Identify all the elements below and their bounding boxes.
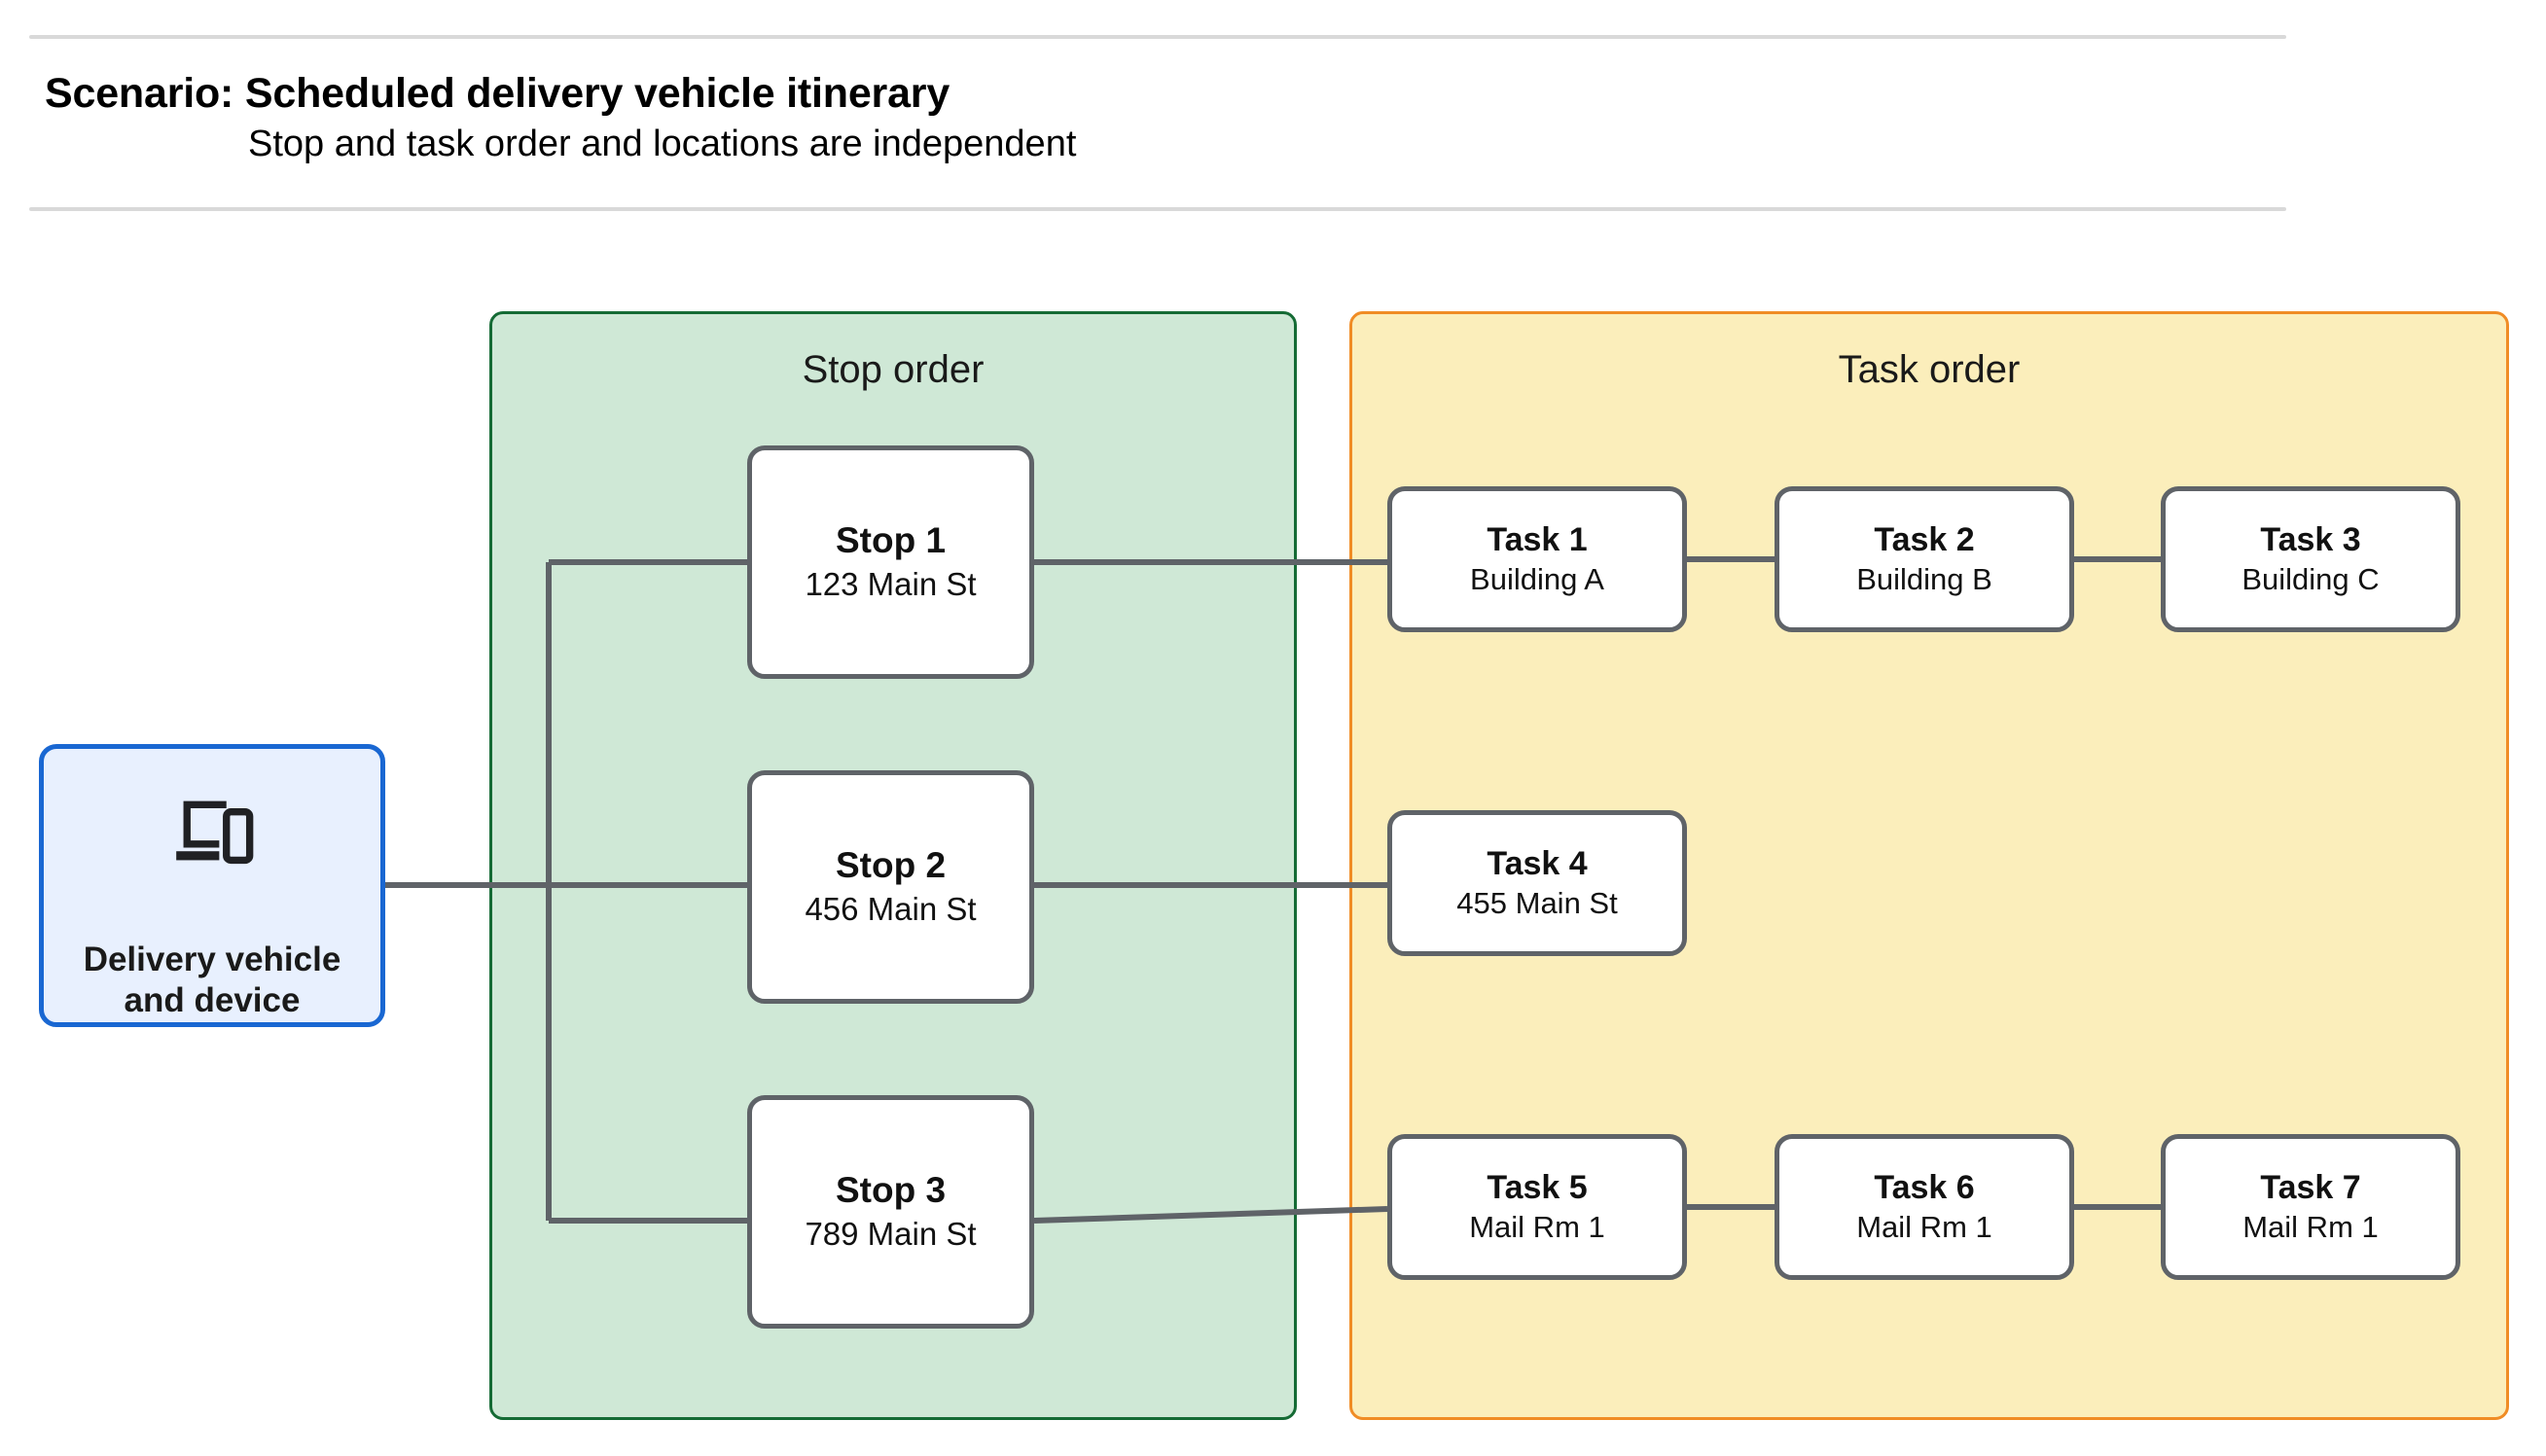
task-node-title: Task 5	[1487, 1168, 1588, 1206]
task-node[interactable]: Task 3 Building C	[2161, 486, 2460, 632]
delivery-vehicle-node[interactable]: Delivery vehicle and device	[39, 744, 385, 1027]
task-node[interactable]: Task 2 Building B	[1775, 486, 2074, 632]
task-node-title: Task 3	[2260, 520, 2361, 558]
task-node-location: Building C	[2241, 561, 2380, 596]
stop-node[interactable]: Stop 1 123 Main St	[747, 445, 1034, 679]
devices-icon	[176, 800, 254, 865]
task-node[interactable]: Task 5 Mail Rm 1	[1387, 1134, 1687, 1280]
task-node-location: Mail Rm 1	[2242, 1209, 2379, 1244]
stop-node[interactable]: Stop 3 789 Main St	[747, 1095, 1034, 1329]
task-node[interactable]: Task 6 Mail Rm 1	[1775, 1134, 2074, 1280]
task-node-title: Task 4	[1487, 844, 1588, 882]
task-node-title: Task 7	[2260, 1168, 2361, 1206]
task-node[interactable]: Task 1 Building A	[1387, 486, 1687, 632]
task-node-title: Task 6	[1874, 1168, 1975, 1206]
stop-node-title: Stop 2	[835, 844, 947, 885]
task-node-title: Task 1	[1487, 520, 1588, 558]
header-divider-top	[29, 35, 2286, 39]
delivery-vehicle-label: Delivery vehicle and device	[83, 940, 341, 1020]
stop-node[interactable]: Stop 2 456 Main St	[747, 770, 1034, 1004]
task-order-panel-title: Task order	[1838, 348, 2021, 391]
task-node-location: Building B	[1856, 561, 1992, 596]
task-node-location: Building A	[1470, 561, 1604, 596]
task-node-title: Task 2	[1874, 520, 1975, 558]
task-node-location: Mail Rm 1	[1856, 1209, 1992, 1244]
task-node-location: Mail Rm 1	[1469, 1209, 1605, 1244]
stop-node-title: Stop 1	[835, 519, 947, 560]
stop-node-address: 123 Main St	[805, 566, 977, 603]
task-node[interactable]: Task 4 455 Main St	[1387, 810, 1687, 956]
task-node-location: 455 Main St	[1456, 885, 1618, 920]
stop-order-panel-title: Stop order	[802, 348, 985, 391]
header-divider-bottom	[29, 207, 2286, 211]
page-title: Scenario: Scheduled delivery vehicle iti…	[45, 70, 950, 117]
task-node[interactable]: Task 7 Mail Rm 1	[2161, 1134, 2460, 1280]
stop-node-address: 789 Main St	[805, 1216, 977, 1253]
page-subtitle: Stop and task order and locations are in…	[248, 124, 1077, 164]
stop-node-title: Stop 3	[835, 1169, 947, 1210]
stop-node-address: 456 Main St	[805, 891, 977, 928]
